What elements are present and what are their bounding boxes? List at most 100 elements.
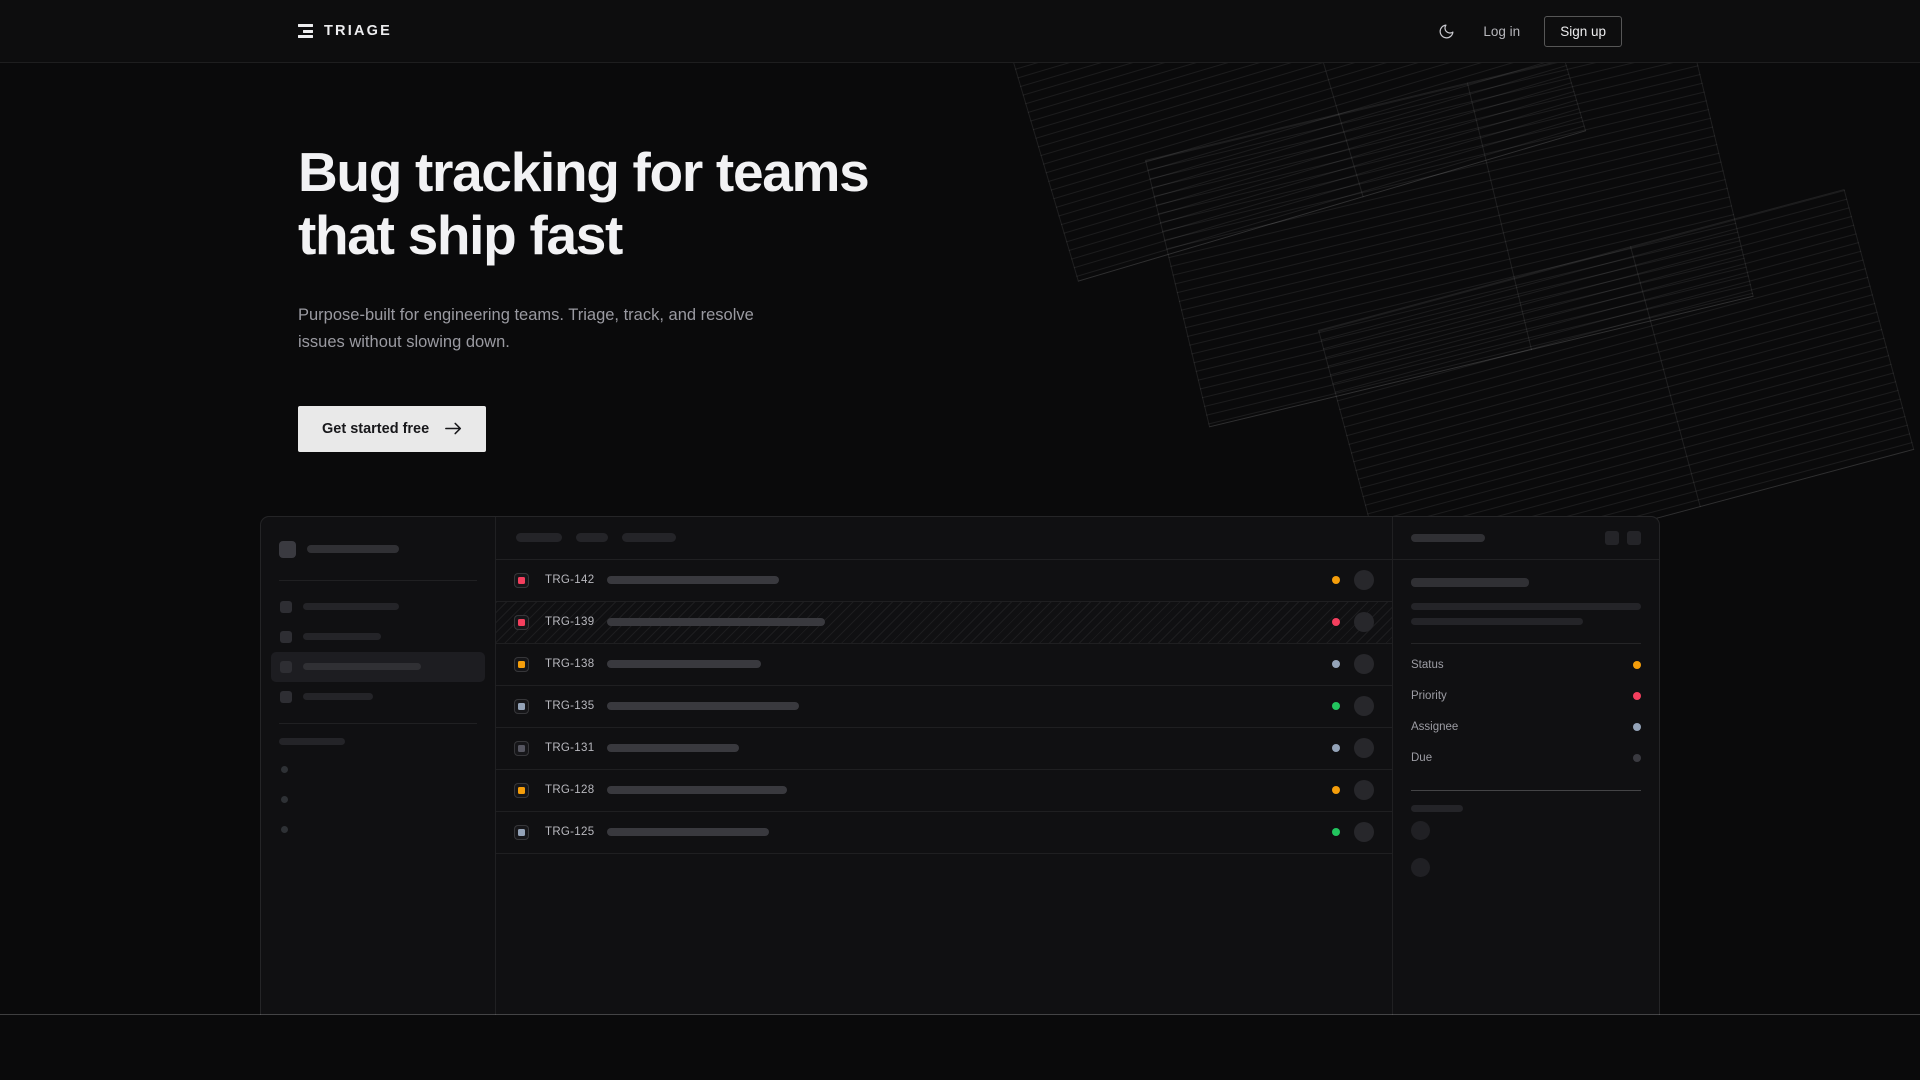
priority-badge-icon (514, 740, 529, 756)
top-navbar: TRIAGE Log in Sign up (0, 0, 1920, 63)
priority-badge-icon (514, 614, 529, 630)
heading-line-1: Bug tracking for teams (298, 141, 870, 203)
detail-meta-row[interactable]: Due (1411, 743, 1641, 774)
detail-action-button-2[interactable] (1627, 530, 1641, 545)
meta-label: Assignee (1411, 721, 1459, 734)
sidebar-item-4[interactable] (271, 682, 485, 712)
detail-meta-row[interactable]: Assignee (1411, 712, 1641, 743)
issue-title-skeleton (607, 576, 779, 585)
detail-footer-divider (1411, 789, 1641, 791)
detail-panel-footer (1393, 774, 1659, 886)
table-row[interactable]: TRG-131 (496, 728, 1392, 770)
issue-key: TRG-131 (545, 742, 595, 755)
sidebar-item-2[interactable] (271, 622, 485, 652)
activity-avatars (1411, 812, 1641, 886)
toolbar-control-2[interactable] (576, 533, 608, 543)
sidebar-item-label-skeleton (303, 633, 381, 641)
signup-button[interactable]: Sign up (1544, 15, 1622, 47)
detail-body-line-2 (1411, 617, 1583, 625)
meta-label: Priority (1411, 690, 1447, 703)
status-badge (1332, 702, 1340, 711)
project-dot-icon (281, 796, 288, 804)
sidebar-item-label-skeleton (303, 693, 373, 701)
status-badge (1332, 786, 1340, 795)
issue-title-skeleton (607, 618, 825, 627)
detail-meta-row[interactable]: Priority (1411, 681, 1641, 712)
detail-divider (1411, 642, 1641, 644)
detail-meta-row[interactable]: Status (1411, 650, 1641, 681)
issue-title-skeleton (607, 786, 787, 795)
sidebar-project-item[interactable] (281, 815, 475, 845)
table-row[interactable]: TRG-138 (496, 644, 1392, 686)
sidebar-item-icon (280, 600, 292, 613)
sidebar-divider-top (279, 579, 477, 581)
priority-badge-icon (514, 698, 529, 714)
mockup-sidebar-nav (261, 581, 495, 723)
activity-item (1411, 812, 1641, 849)
brand-logo[interactable]: TRIAGE (298, 23, 392, 39)
issue-title-skeleton (607, 702, 799, 711)
priority-badge-icon (514, 782, 529, 798)
sidebar-project-item[interactable] (281, 755, 475, 785)
avatar (1354, 612, 1374, 633)
meta-label: Due (1411, 752, 1433, 765)
toolbar-control-3[interactable] (622, 533, 676, 543)
get-started-label: Get started free (322, 420, 430, 437)
avatar (1411, 857, 1430, 877)
meta-value-dot (1633, 754, 1641, 763)
login-link[interactable]: Log in (1483, 23, 1521, 39)
meta-value-dot (1633, 723, 1641, 732)
project-dot-icon (281, 826, 288, 834)
issue-key: TRG-135 (545, 700, 595, 713)
table-row[interactable]: TRG-128 (496, 770, 1392, 812)
activity-label-skeleton (1411, 804, 1463, 812)
table-row[interactable]: TRG-135 (496, 686, 1392, 728)
sidebar-project-item[interactable] (281, 785, 475, 815)
priority-badge-icon (514, 824, 529, 840)
avatar (1354, 822, 1374, 843)
issue-key: TRG-125 (545, 826, 595, 839)
status-badge (1332, 744, 1340, 753)
priority-badge-icon (514, 572, 529, 588)
moon-icon[interactable] (1433, 18, 1459, 44)
toolbar-control-1[interactable] (516, 533, 562, 543)
hero-subheading: Purpose-built for engineering teams. Tri… (298, 306, 754, 352)
detail-action-button-1[interactable] (1605, 530, 1619, 545)
priority-badge-icon (514, 656, 529, 672)
issue-key: TRG-128 (545, 784, 595, 797)
sidebar-item-1[interactable] (271, 592, 485, 622)
mockup-sidebar (261, 516, 496, 1076)
avatar (1354, 696, 1374, 717)
table-row[interactable]: TRG-139 (496, 601, 1392, 644)
detail-body-line-1 (1411, 602, 1641, 610)
table-row[interactable]: TRG-142 (496, 560, 1392, 602)
project-dot-icon (281, 766, 288, 774)
brand-name: TRIAGE (324, 23, 392, 39)
sidebar-item-icon (280, 660, 292, 673)
heading-line-2: that ship fast (298, 203, 623, 266)
issue-key: TRG-138 (545, 658, 595, 671)
meta-value-dot (1633, 661, 1641, 670)
detail-header-title-skeleton (1411, 533, 1485, 542)
triage-bars-icon (298, 24, 313, 38)
meta-value-dot (1633, 692, 1641, 701)
workspace-name-skeleton (307, 545, 399, 554)
table-row[interactable]: TRG-125 (496, 812, 1392, 854)
workspace-logo-icon (279, 540, 296, 558)
detail-panel-header (1393, 517, 1659, 560)
detail-header-actions (1605, 530, 1641, 545)
footer-rule (0, 1014, 1920, 1015)
page-footer (0, 1015, 1920, 1080)
sidebar-item-icon (280, 690, 292, 703)
hero-section: Bug tracking for teams that ship fast Pu… (260, 141, 1660, 452)
get-started-button[interactable]: Get started free (298, 405, 487, 452)
sidebar-item-3[interactable] (271, 651, 485, 682)
mockup-workspace-switcher[interactable] (261, 517, 495, 580)
issue-title-skeleton (607, 744, 739, 753)
status-badge (1332, 660, 1340, 669)
